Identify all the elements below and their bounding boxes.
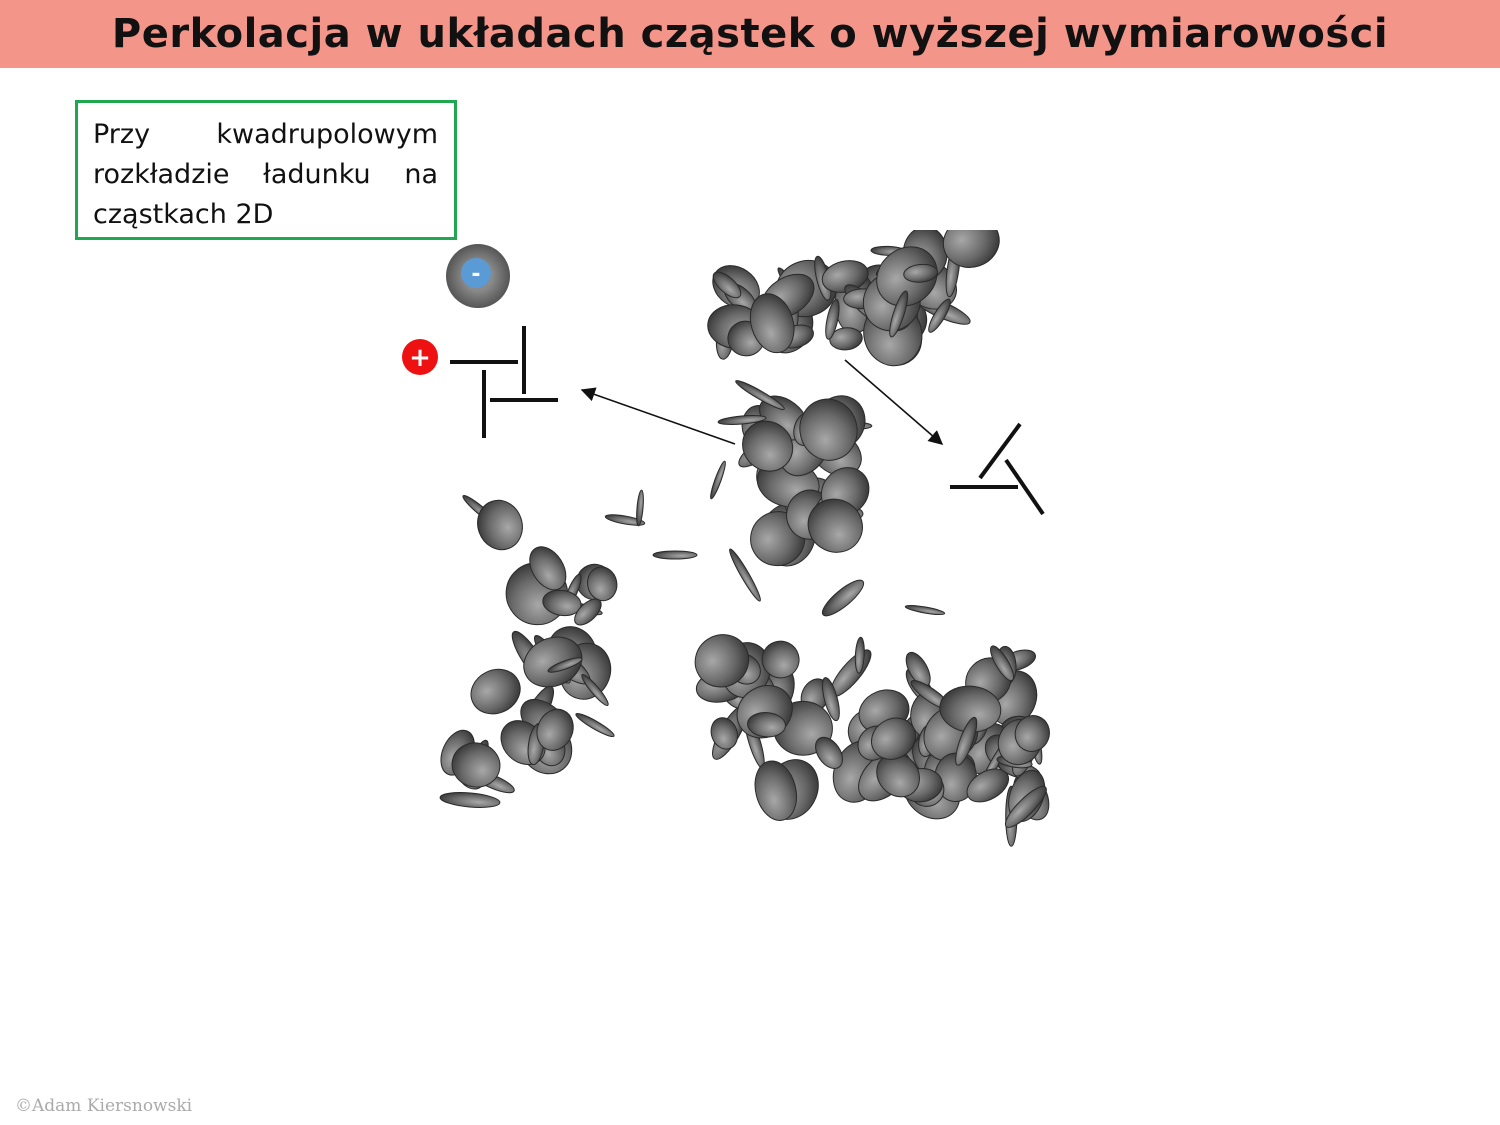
title-bar: Perkolacja w układach cząstek o wyższej … [0, 0, 1500, 68]
particle-disc [754, 760, 798, 821]
particle-disc [451, 742, 501, 788]
particle-disc [694, 634, 750, 688]
particle-disc [825, 299, 840, 340]
particle-disc [928, 298, 951, 333]
particle-disc [747, 712, 786, 738]
particle-disc [575, 712, 615, 738]
particle-disc [712, 271, 742, 299]
description-text: Przy kwadrupolowym rozkładzie ładunku na… [93, 119, 438, 230]
particle-disc [990, 645, 1015, 682]
particle-disc [807, 498, 863, 553]
description-box: Przy kwadrupolowym rozkładzie ładunku na… [75, 100, 457, 240]
particle-disc [542, 589, 582, 617]
particle-disc [761, 640, 800, 679]
arrow-to-t-shape [580, 387, 736, 445]
particle-disc [636, 489, 644, 527]
positive-charge-marker: + [402, 339, 438, 375]
particle-disc [586, 566, 618, 602]
particle-disc [547, 657, 583, 673]
particle-disc [717, 414, 767, 426]
particle-disc [1014, 715, 1050, 752]
particle-disc [604, 514, 646, 526]
particle-figure: - + [402, 230, 1050, 847]
particle-disc [652, 550, 698, 560]
particle-disc [821, 677, 840, 722]
particle-disc [729, 548, 761, 602]
particle-disc [439, 792, 501, 808]
particle-disc [581, 673, 609, 707]
particle-disc [710, 717, 739, 750]
particle-disc [871, 717, 916, 760]
particle-disc [536, 708, 574, 751]
negative-charge-label: - [471, 262, 480, 287]
particle-disc [799, 398, 858, 461]
particle-disc [749, 293, 795, 354]
negative-charge-marker: - [446, 244, 510, 308]
particle-disc [574, 598, 602, 626]
particle-disc [815, 736, 843, 769]
particle-disc [742, 420, 794, 472]
particle-disc [829, 327, 863, 351]
particle-disc [523, 636, 583, 688]
negative-charge-circle [461, 258, 491, 288]
particle-disc [477, 499, 523, 551]
particle-disc [1004, 785, 1047, 828]
slide-title: Perkolacja w układach cząstek o wyższej … [111, 11, 1389, 57]
t-shape-configuration [450, 326, 558, 438]
particle-disc [903, 263, 939, 283]
particle-discs [439, 230, 1050, 847]
particle-disc [710, 460, 726, 500]
positive-charge-circle [402, 339, 438, 375]
particle-disc [942, 230, 1000, 268]
particle-disc [889, 290, 909, 338]
particle-disc [966, 768, 1010, 803]
particle-disc [821, 579, 865, 617]
particle-disc [470, 668, 521, 715]
copyright-notice: ©Adam Kiersnowski [15, 1096, 193, 1116]
positive-charge-label: + [409, 343, 431, 373]
triangle-configuration [950, 422, 1045, 516]
particle-disc [955, 716, 978, 766]
particle-disc [735, 380, 785, 410]
particle-disc [904, 604, 946, 616]
particle-disc [529, 546, 567, 591]
arrow-to-triangle [844, 359, 944, 445]
particle-disc [854, 636, 865, 674]
